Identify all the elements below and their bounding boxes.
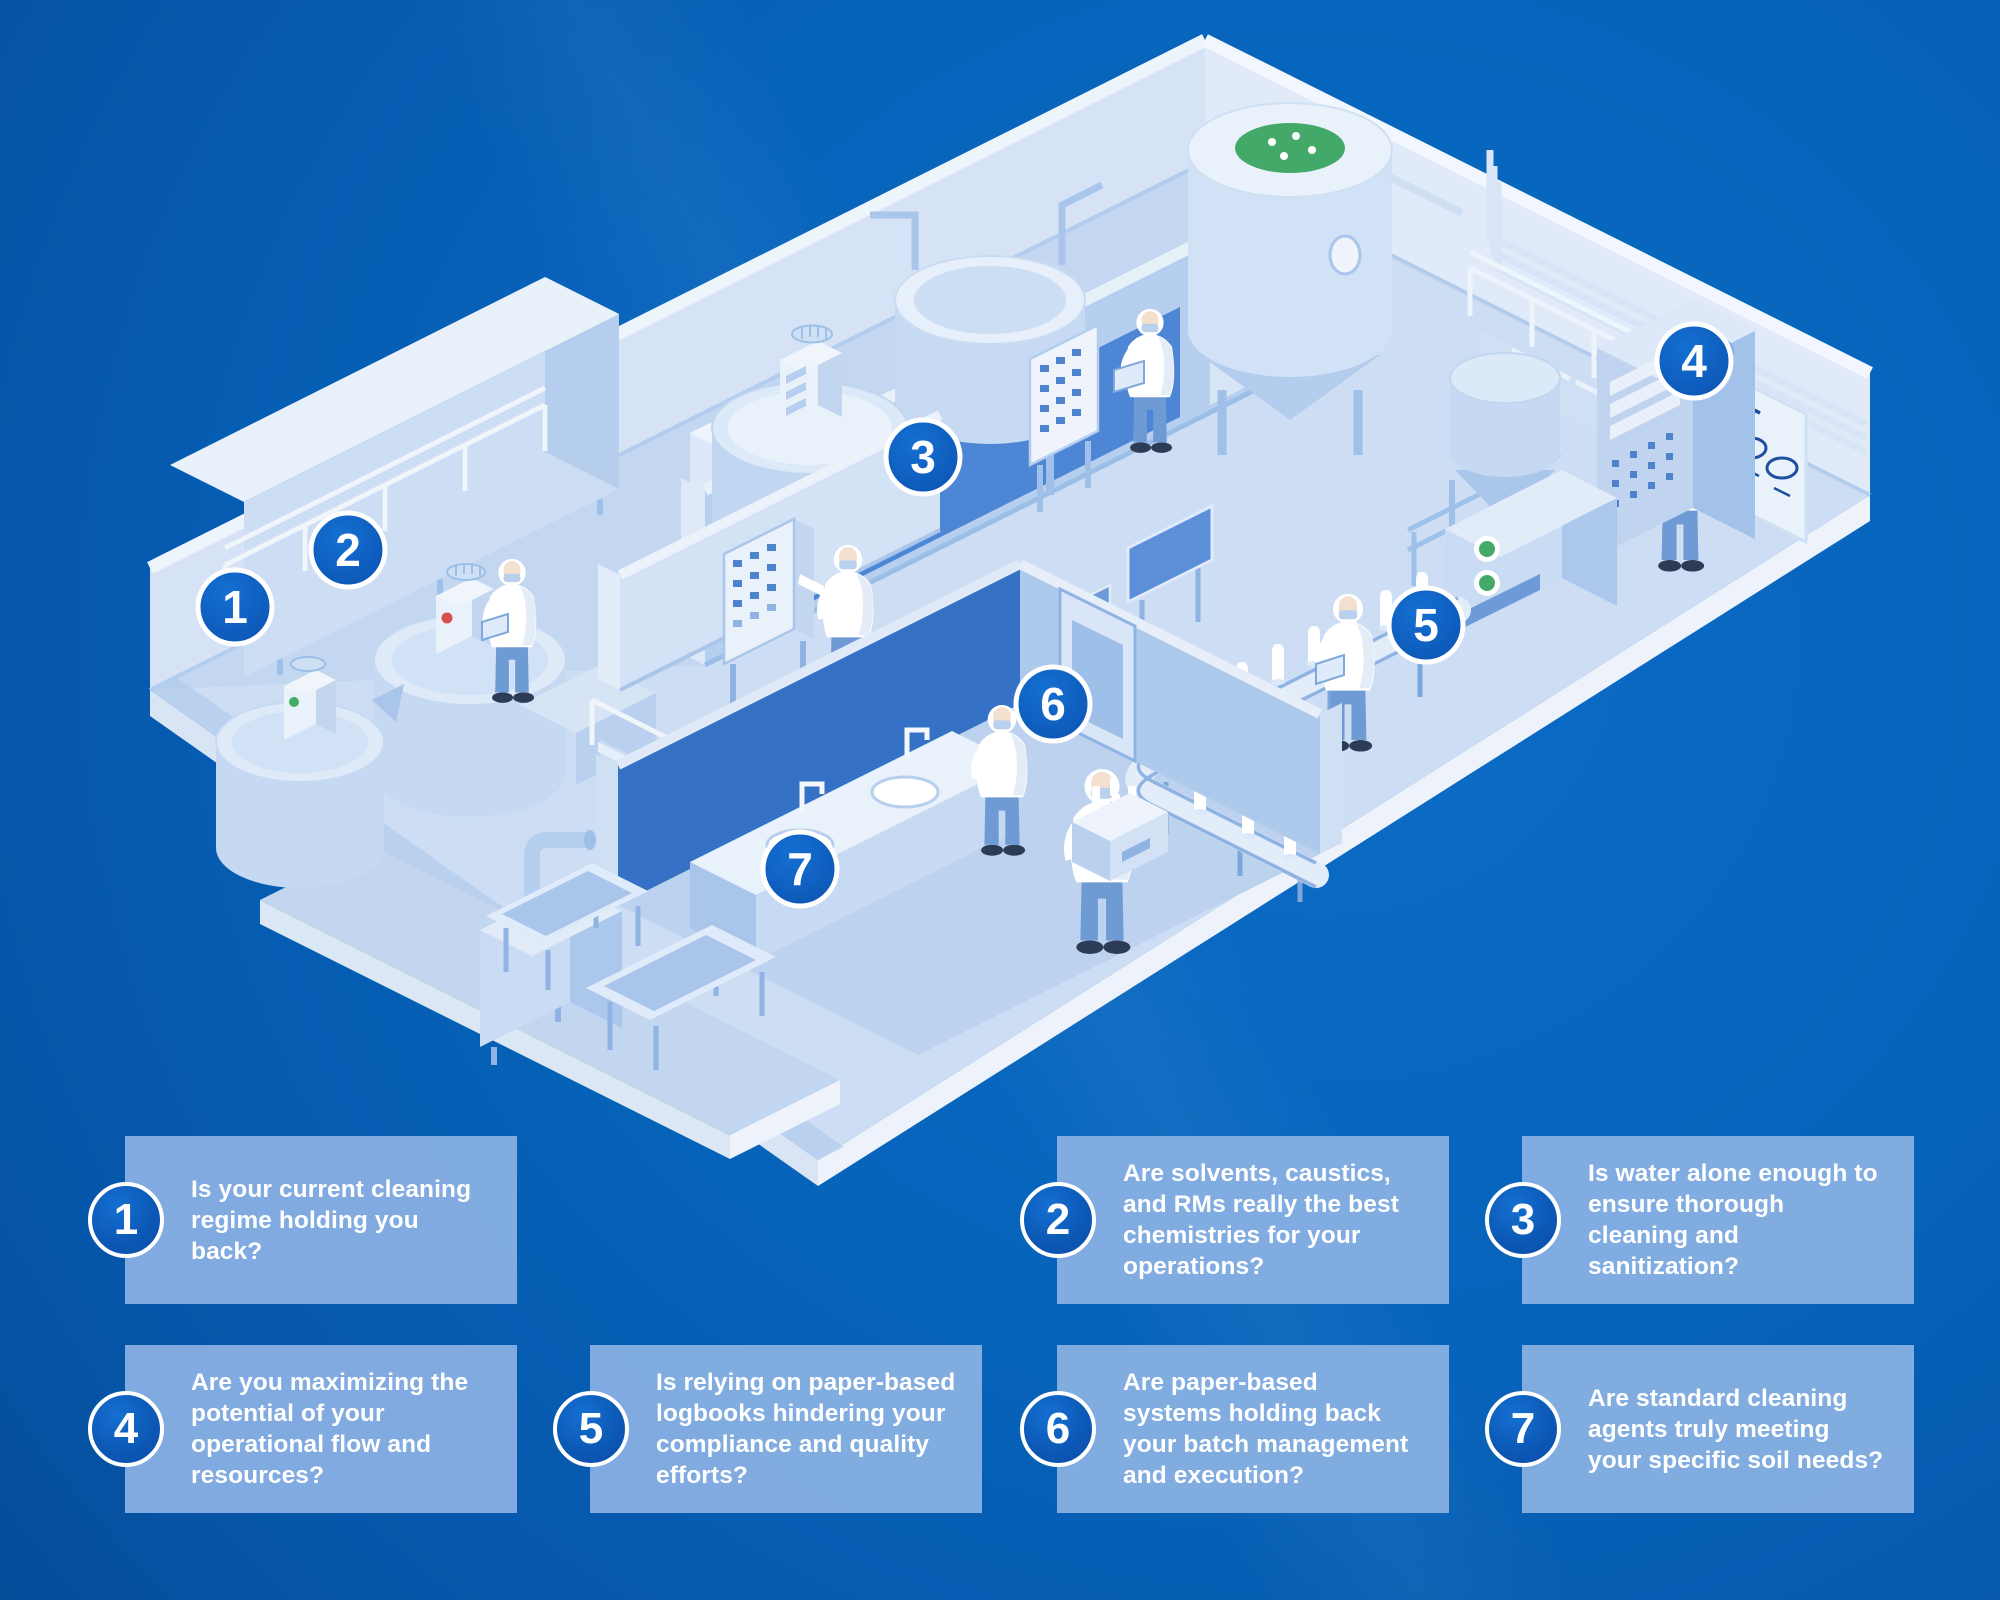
sink-basin — [870, 775, 940, 809]
prep-area — [480, 830, 776, 1070]
svg-text:6: 6 — [1040, 678, 1066, 730]
question-box-2: 2 Are solvents, caustics, and RMs really… — [1020, 1136, 1449, 1304]
question-box-3: 3 Is water alone enough to ensure thorou… — [1485, 1136, 1914, 1304]
agitator-motor-icon — [290, 656, 326, 672]
svg-text:5: 5 — [1413, 599, 1439, 651]
svg-text:2: 2 — [335, 524, 361, 576]
machine-roller-green — [1479, 575, 1495, 591]
wash-tub-table-1 — [586, 925, 776, 1070]
worker-arm — [798, 574, 824, 596]
question-text-6: Are paper-based systems holding back you… — [1123, 1369, 1409, 1489]
washroom-wall-dark — [618, 564, 1020, 905]
svg-text:7: 7 — [787, 843, 813, 895]
vessel-lid-green — [1235, 123, 1345, 173]
question-text-5: Is relying on paper-based logbooks hinde… — [656, 1369, 956, 1489]
svg-text:4: 4 — [1681, 335, 1707, 387]
marker-2: 2 — [308, 510, 388, 590]
product-crate — [1072, 778, 1168, 881]
faucet-icon — [799, 781, 825, 812]
question-badge-1: 1 — [88, 1182, 164, 1258]
faucet-icon — [904, 727, 930, 758]
mixing-tank-1 — [215, 656, 385, 888]
left-tank-area — [215, 385, 708, 888]
question-text-7: Are standard cleaning agents truly meeti… — [1588, 1384, 1884, 1474]
center-tank-area — [598, 324, 943, 704]
worker-filling-line — [1315, 594, 1375, 752]
question-box-1: 1 Is your current cleaning regime holdin… — [88, 1136, 517, 1304]
question-badge-5: 5 — [553, 1391, 629, 1467]
clipboard-icon — [481, 612, 509, 642]
worker-tablet-backroom — [1113, 309, 1175, 453]
question-badge-4: 4 — [88, 1391, 164, 1467]
manhole — [1328, 234, 1362, 276]
backroom-control-panel — [1028, 322, 1100, 512]
question-badge-6: 6 — [1020, 1391, 1096, 1467]
machine-roller-green — [1479, 541, 1495, 557]
marker-7: 7 — [760, 829, 840, 909]
illustration-markers: 1 2 3 4 5 6 7 — [195, 321, 1734, 909]
question-box-5: 5 Is relying on paper-based logbooks hin… — [553, 1345, 982, 1513]
tablet-icon — [1315, 653, 1345, 686]
marker-1: 1 — [195, 567, 275, 647]
question-box-6: 6 Are paper-based systems holding back y… — [1020, 1345, 1449, 1513]
worker-left-tanks — [481, 559, 537, 703]
marker-5: 5 — [1386, 585, 1466, 665]
status-light-green — [289, 697, 299, 707]
worker-at-panel-3 — [798, 545, 874, 696]
question-box-4: 4 Are you maximizing the potential of yo… — [88, 1345, 517, 1513]
tablet-icon — [1113, 359, 1145, 394]
question-text-2: Are solvents, caustics, and RMs really t… — [1123, 1160, 1399, 1280]
marker-3: 3 — [883, 417, 963, 497]
question-text-3: Is water alone enough to ensure thorough… — [1588, 1160, 1878, 1280]
question-badge-2: 2 — [1020, 1182, 1096, 1258]
status-light-red — [441, 612, 453, 624]
question-text-4: Are you maximizing the potential of your… — [191, 1369, 469, 1489]
question-badge-3: 3 — [1485, 1182, 1561, 1258]
wash-tub-table-2 — [486, 863, 648, 990]
question-box-7: 7 Are standard cleaning agents truly mee… — [1485, 1345, 1914, 1513]
filling-machine — [1406, 352, 1617, 637]
svg-text:3: 3 — [910, 431, 936, 483]
marker-4: 4 — [1654, 321, 1734, 401]
storage-vessel-green-top — [1187, 102, 1464, 455]
worker-carrying-crate — [1064, 769, 1168, 954]
wall-top-trim-right — [1202, 34, 1873, 379]
marker-6: 6 — [1013, 664, 1093, 744]
svg-text:1: 1 — [222, 581, 248, 633]
question-text-1: Is your current cleaning regime holding … — [191, 1175, 472, 1265]
hopper-icon — [1449, 352, 1561, 404]
prep-floor-edge-right — [730, 1080, 840, 1159]
question-badge-7: 7 — [1485, 1391, 1561, 1467]
